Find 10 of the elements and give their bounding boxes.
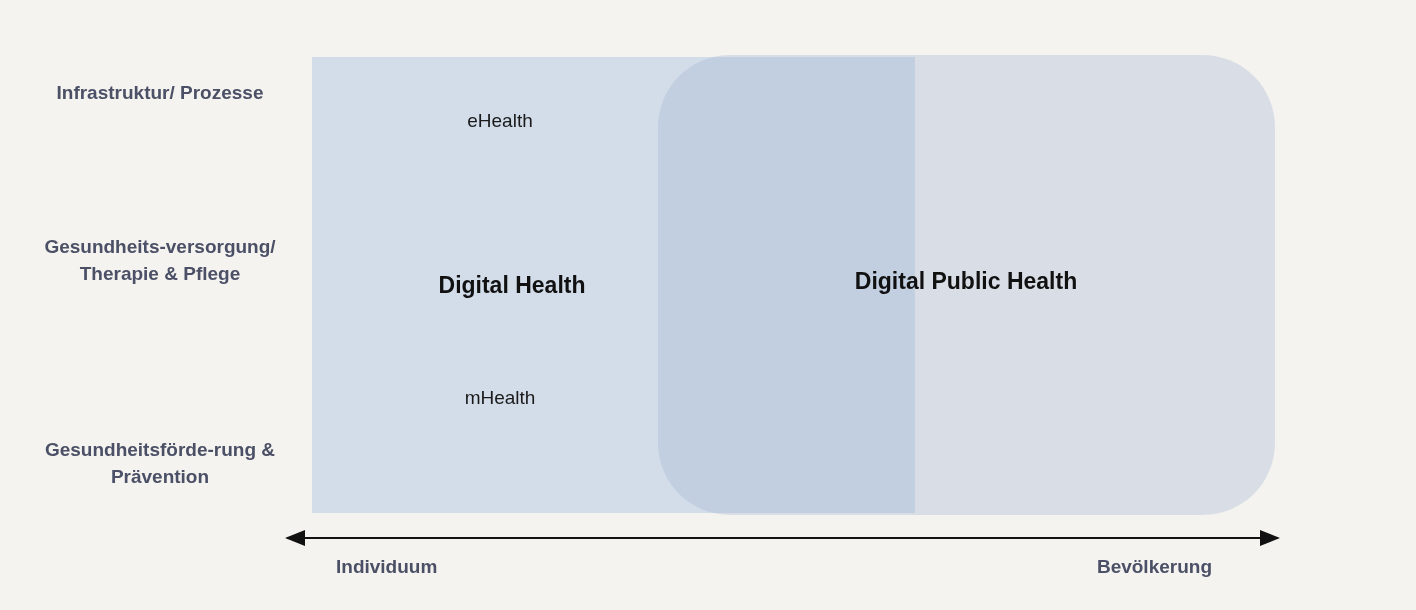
axis-label: Individuum (336, 555, 439, 579)
term-label: eHealth (466, 109, 534, 133)
term-label: mHealth (463, 386, 537, 410)
row-label: Gesundheitsförde-rung & Prävention (43, 438, 277, 489)
region-title: Digital Public Health (853, 267, 1079, 296)
row-label: Gesundheits-versorgung/ Therapie & Pflege (43, 235, 277, 286)
region-box (658, 55, 1275, 515)
axis-label: Bevölkerung (1095, 555, 1212, 579)
row-label: Infrastruktur/ Prozesse (55, 81, 265, 105)
region-title: Digital Health (437, 271, 587, 300)
